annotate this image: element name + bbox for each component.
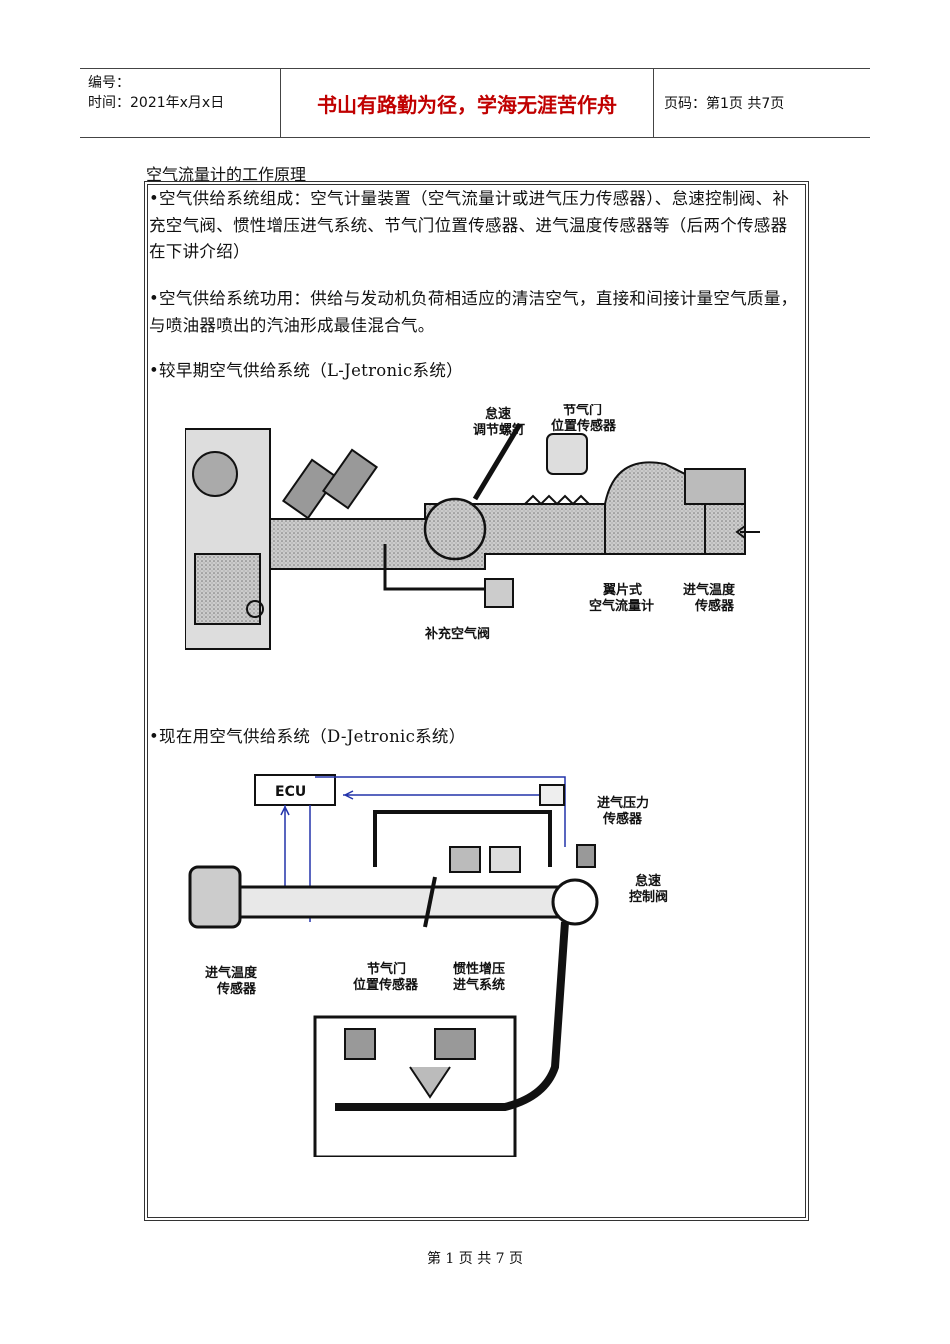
page-header: 编号： 时间：2021年x月x日 书山有路勤为径，学海无涯苦作舟 页码：第1页 … (80, 68, 870, 138)
page-footer: 第 1 页 共 7 页 (426, 1251, 524, 1267)
piston-pin-shape (246, 600, 264, 618)
iac-control-wire (315, 776, 566, 847)
label-iat-1: 进气温度 (205, 965, 258, 981)
label-aux-valve: 补充空气阀 (424, 626, 490, 642)
air-filter-shape (188, 865, 242, 929)
label-iat-2: 传感器 (216, 981, 257, 997)
ecu-box (254, 774, 336, 806)
throttle-plate-shape (423, 876, 437, 928)
tps-shape (546, 433, 588, 475)
throttle-actuator-shape (489, 846, 521, 873)
bypass-tube-shape (373, 810, 552, 867)
distributor-shape (192, 451, 238, 497)
label-iat-1: 进气温度 (683, 582, 736, 598)
paragraph-composition: •空气供给系统组成：空气计量装置（空气流量计或进气压力传感器）、怠速控制阀、补充… (149, 189, 790, 261)
throttle-body-shape (423, 497, 487, 561)
paragraph-function: •空气供给系统功用：供给与发动机负荷相适应的清洁空气，直接和间接计量空气质量，与… (149, 289, 798, 335)
paragraph-d-jetronic: •现在用空气供给系统（D-Jetronic系统） (149, 727, 466, 746)
combustion-chamber-shape (409, 1066, 451, 1099)
plenum-shape (551, 878, 599, 926)
iac-valve-shape (576, 844, 596, 868)
cylinder-shape (194, 553, 261, 625)
intake-pipe-shape (238, 885, 572, 919)
l-jetronic-diagram: 怠速 调节螺钉 节气门 位置传感器 翼片式 空气流量计 进气温度 传感器 补充空… (185, 404, 760, 650)
label-tps-2: 位置传感器 (353, 977, 419, 993)
engine-part-shape-2 (434, 1028, 476, 1060)
header-motto: 书山有路勤为径，学海无涯苦作舟 (281, 69, 654, 137)
label-tps-2: 位置传感器 (551, 418, 617, 434)
air-filter-end-shape (684, 468, 746, 505)
label-map-1: 进气压力 (597, 795, 649, 811)
air-inlet-arrow-icon (735, 525, 760, 539)
content-box: •空气供给系统组成：空气计量装置（空气流量计或进气压力传感器）、怠速控制阀、补充… (144, 181, 809, 1221)
d-jetronic-diagram: ECU 进气压力 传感器 怠速 控制阀 进气温度 传感器 节气门 位置传感器 惯… (188, 774, 668, 1157)
aux-air-valve-shape (484, 578, 514, 608)
engine-outline-shape (313, 1015, 517, 1157)
label-vane-1: 翼片式 (602, 582, 642, 598)
engine-part-shape (344, 1028, 376, 1060)
paragraph-l-jetronic: •较早期空气供给系统（L-Jetronic系统） (149, 361, 463, 380)
idle-screw-shape (472, 422, 523, 501)
label-inertia-1: 惯性增压 (453, 961, 505, 977)
label-iat-2: 传感器 (694, 598, 735, 614)
bellows-shape (524, 494, 590, 506)
throttle-linkage-shape (449, 846, 481, 873)
aux-hose-shape (383, 544, 485, 591)
ecu-label: ECU (275, 784, 306, 800)
label-iac-1: 怠速 (635, 873, 661, 889)
label-idle-screw-1: 怠速 (485, 406, 511, 422)
injector-shape-2 (321, 448, 379, 510)
map-sensor-shape (539, 784, 565, 806)
runner-tube-shape (335, 921, 569, 1111)
content-box-inner (147, 184, 806, 1218)
date-label: 时间：2021年x月x日 (88, 95, 225, 111)
label-idle-screw-2: 调节螺钉 (473, 422, 525, 438)
header-page-info: 页码：第1页 共7页 (664, 96, 785, 112)
label-tps-1: 节气门 (367, 961, 406, 977)
label-map-2: 传感器 (602, 811, 643, 827)
label-vane-2: 空气流量计 (589, 598, 654, 614)
air-flow-meter-shape (604, 461, 706, 555)
label-inertia-2: 进气系统 (453, 977, 505, 993)
map-signal-wire (343, 790, 540, 800)
number-label: 编号： (88, 75, 130, 91)
document-title: 空气流量计的工作原理 (146, 165, 307, 184)
label-iac-2: 控制阀 (629, 889, 668, 905)
header-meta: 编号： 时间：2021年x月x日 (80, 69, 281, 137)
label-tps-1: 节气门 (563, 404, 602, 418)
injector-shape (281, 458, 339, 520)
